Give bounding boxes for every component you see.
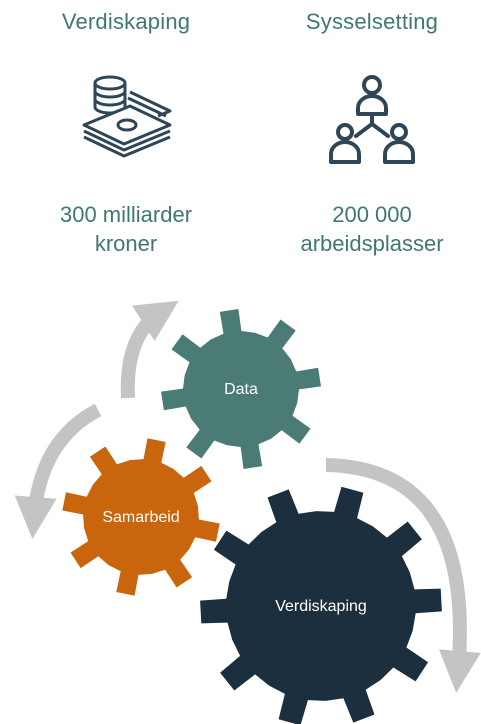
gear-data: Data	[161, 309, 321, 469]
gear-samarbeid-shape	[62, 438, 220, 596]
money-stack-icon	[78, 70, 174, 165]
gear-data-shape	[161, 309, 321, 469]
gear-verdiskaping-shape	[200, 486, 442, 724]
stat-value-line2: arbeidsplasser	[300, 231, 444, 256]
gear-verdiskaping: Verdiskaping	[200, 486, 442, 724]
stat-value-line1: 200 000	[332, 202, 412, 227]
gear-verdiskaping-label: Verdiskaping	[275, 598, 367, 615]
gear-samarbeid-label: Samarbeid	[102, 509, 179, 526]
gear-samarbeid: Samarbeid	[62, 438, 220, 596]
cycle-arrow-top	[120, 300, 179, 399]
stat-value-line1: 300 milliarder	[59, 202, 193, 227]
stat-value-line2: kroner	[94, 231, 158, 256]
people-network-icon	[322, 70, 422, 175]
stat-heading: Sysselsetting	[305, 9, 439, 34]
cycle-arrow-right	[325, 458, 481, 693]
stat-value: 300 milliarder kroner	[6, 200, 246, 258]
gear-data-label: Data	[224, 381, 258, 398]
stat-value: 200 000 arbeidsplasser	[252, 200, 481, 258]
cycle-arrow-left	[14, 403, 102, 539]
stat-heading: Verdiskaping	[61, 9, 191, 34]
